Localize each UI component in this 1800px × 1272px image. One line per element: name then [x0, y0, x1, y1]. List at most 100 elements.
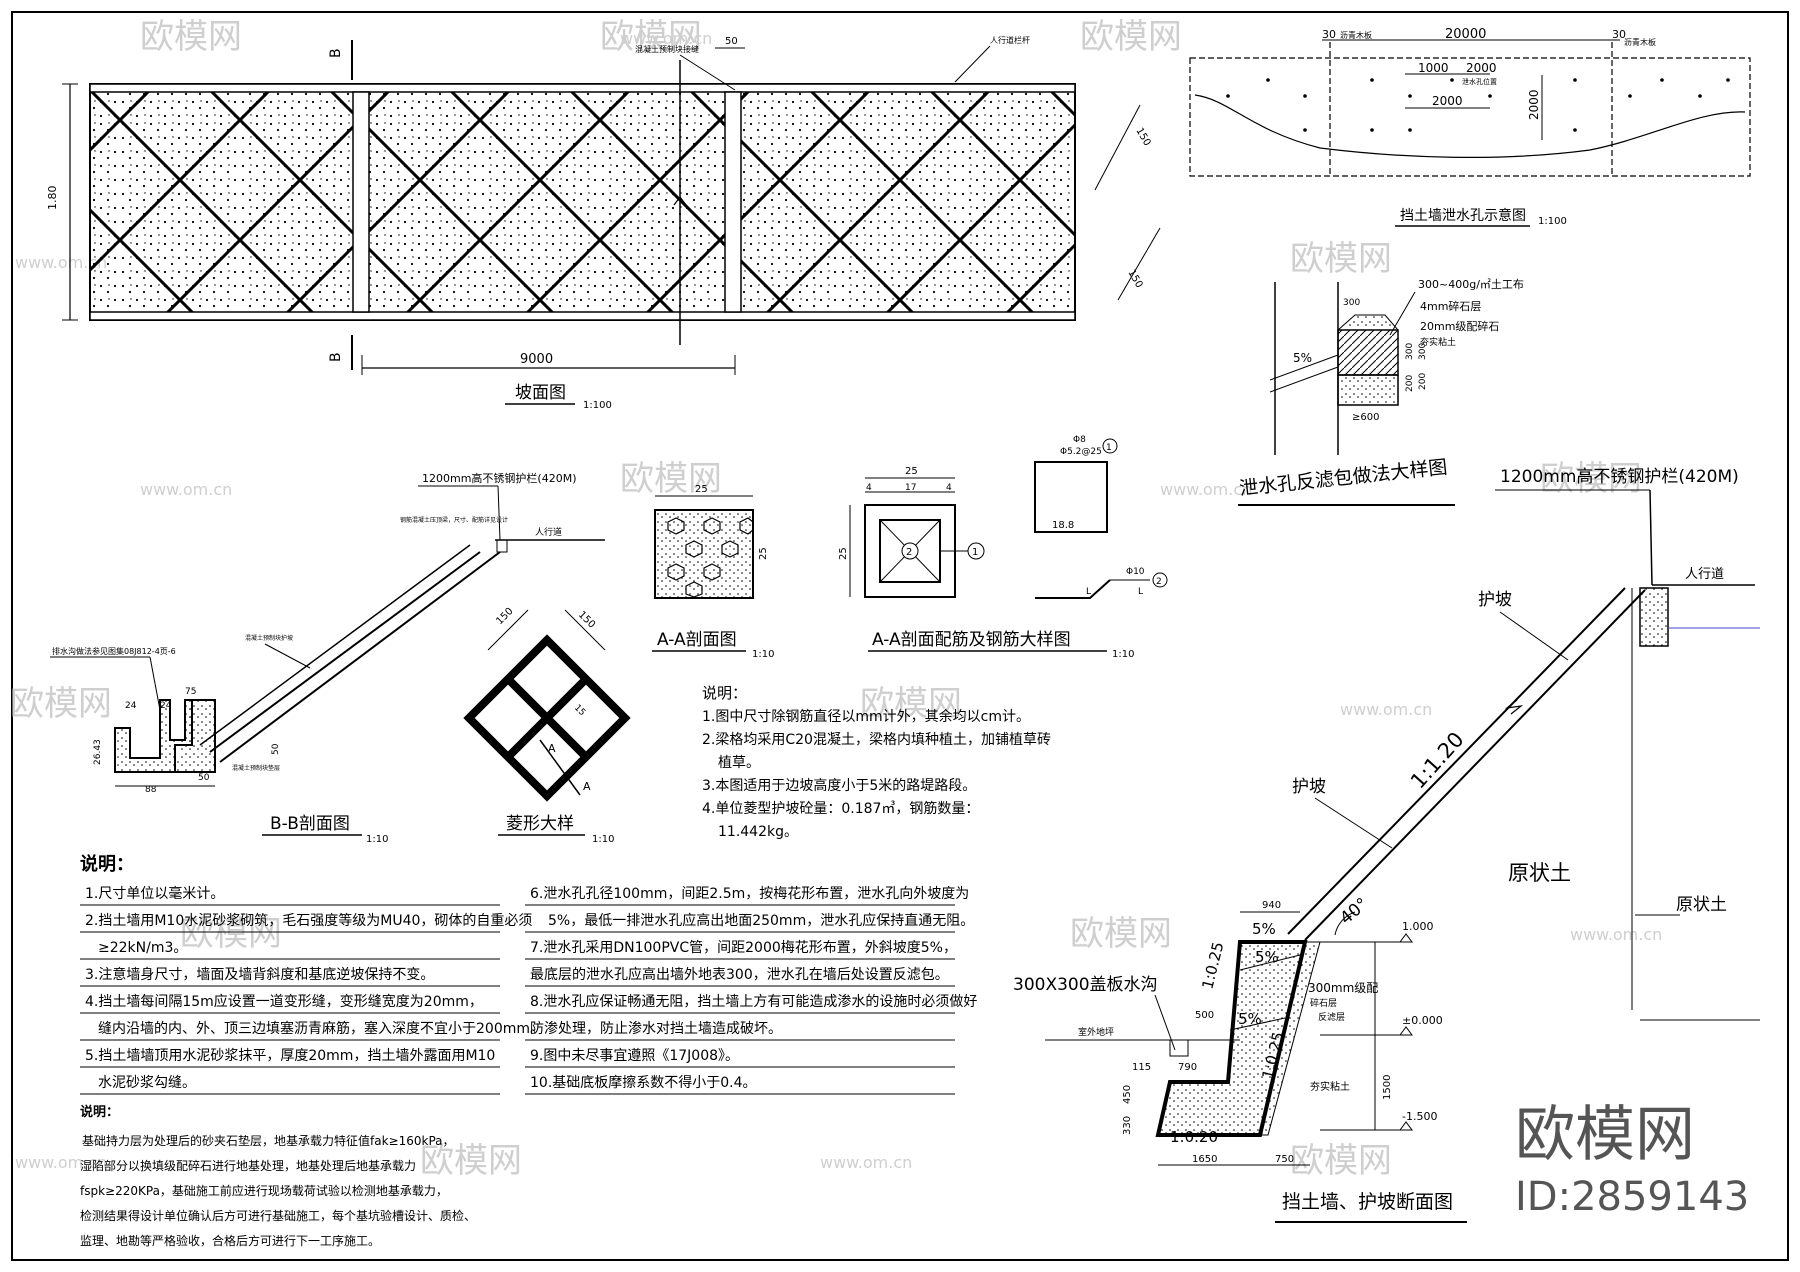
aa-title: A-A剖面图	[657, 630, 737, 650]
bb-dim-7: 50	[198, 773, 210, 783]
drain-dim-right: 30	[1612, 28, 1626, 41]
watermark-logo-id: ID:2859143	[1515, 1174, 1749, 1220]
notes-main-left: 1.尺寸单位以毫米计。 2.挡土墙用M10水泥砂浆砌筑，毛石强度等级为MU40，…	[80, 885, 544, 1095]
drain-hole-elevation: 20000 30 30 沥青木板 沥青木板 1000 2000 泄水孔位置 20…	[1189, 27, 1751, 227]
drain-center-label: 泄水孔位置	[1462, 77, 1497, 86]
diamond-mark-a1: A	[548, 742, 556, 755]
rebar-dim-side: 25	[838, 547, 849, 560]
rebar-bar1-len: 18.8	[1052, 520, 1074, 531]
slope-plan-label-joint: 混凝土预制块接缝	[635, 44, 699, 54]
rebar-mark-1: 1	[972, 547, 978, 558]
rebar-title: A-A剖面配筋及钢筋大样图	[872, 630, 1071, 650]
watermark-brand: 欧模网	[620, 459, 722, 499]
watermark-brand: 欧模网	[1070, 914, 1172, 954]
drain-dim-b: 2000	[1466, 61, 1497, 75]
wall-slope-label-1: 护坡	[1478, 590, 1512, 610]
notes-main-right-6: 防渗处理，防止渗水对挡土墙造成破坏。	[530, 1021, 782, 1037]
aa-dim-top: 25	[695, 484, 708, 495]
aa-hex-fill	[655, 510, 754, 598]
notes-foundation-1: 基础持力层为处理后的砂夹石垫层，地基承载力特征值fak≥160kPa，	[82, 1133, 455, 1148]
notes-main-left-7: 5.挡土墙墙顶用水泥砂浆抹平，厚度20mm，挡土墙外露面用M10	[85, 1048, 495, 1064]
notes-main-heading: 说明：	[80, 853, 134, 875]
bb-scale: 1:10	[366, 834, 388, 845]
bb-note-drain: 排水沟做法参见图集08J812-4页-6	[52, 646, 176, 656]
wall-ratio-1: 1:0.25	[1198, 940, 1227, 991]
filter-dim-200a: 200	[1418, 373, 1428, 390]
rebar-bar-l1: L	[1086, 587, 1091, 597]
notes-main-left-8: 水泥砂浆勾缝。	[98, 1075, 196, 1091]
notes-main: 说明： 1.尺寸单位以毫米计。 2.挡土墙用M10水泥砂浆砌筑，毛石强度等级为M…	[80, 853, 977, 1095]
watermark-brand: 欧模网	[1540, 459, 1642, 499]
watermark-brand: 欧模网	[1080, 17, 1182, 57]
rebar-dim-4b: 4	[946, 483, 952, 493]
diamond-detail: 150 150 15 A A 菱形大样 1:10	[463, 606, 631, 845]
notes-small: 说明： 1.图中尺寸除钢筋直径以mm计外，其余均以cm计。 2.梁格均采用C20…	[702, 684, 1051, 840]
bb-note-beam: 混凝土预制块护坡	[245, 634, 293, 642]
watermark-brand: 欧模网	[420, 1141, 522, 1181]
notes-main-left-1: 1.尺寸单位以毫米计。	[85, 885, 224, 902]
diamond-dim-b: 150	[576, 609, 597, 630]
wall-pct-3: 5%	[1238, 1010, 1262, 1028]
section-mark-b-top: B	[328, 48, 344, 58]
notes-foundation-2: 湿陷部分以换填级配碎石进行地基处理，地基处理后地基承载力	[80, 1158, 416, 1173]
watermark-brand: 欧模网	[600, 17, 702, 57]
rebar-mark-2: 2	[906, 547, 912, 558]
slope-plan-view: 1.80 9000 B B 50 混凝土预制块接缝 人行道栏杆 150 150 …	[46, 35, 1161, 411]
notes-foundation-4: 检测结果得设计单位确认后方可进行基础施工，每个基坑验槽设计、质检、	[80, 1208, 476, 1223]
watermark-brand: 欧模网	[1290, 1141, 1392, 1181]
wall-dim-1650: 1650	[1192, 1154, 1217, 1165]
notes-small-line-6: 11.442kg。	[718, 824, 798, 840]
watermark-url: www.om.cn	[1160, 480, 1252, 499]
drain-joint-left: 沥青木板	[1340, 30, 1372, 40]
notes-main-right-5: 8.泄水孔应保证畅通无阻，挡土墙上方有可能造成渗水的设施时必须做好	[530, 993, 977, 1010]
bb-dim-1: 24	[125, 701, 137, 711]
filter-dim-300a: 300	[1343, 298, 1360, 308]
watermark-brand: 欧模网	[860, 684, 962, 724]
wall-railing-label: 1200mm高不锈钢护栏(420M)	[1500, 467, 1739, 487]
wall-pct-1: 5%	[1252, 920, 1276, 938]
notes-main-right-3: 7.泄水孔采用DN100PVC管，间距2000梅花形布置，外斜坡度5%，	[530, 940, 957, 956]
notes-main-right-1: 6.泄水孔孔径100mm，间距2.5m，按梅花形布置，泄水孔向外坡度为	[530, 886, 969, 902]
watermark-brand: 欧模网	[140, 17, 242, 57]
notes-foundation: 说明： 基础持力层为处理后的砂夹石垫层，地基承载力特征值fak≥160kPa， …	[80, 1104, 476, 1248]
wall-elev-2: ±0.000	[1402, 1014, 1443, 1027]
filter-bag-detail: 5% 300~400g/㎡土工布 4mm碎石层 20mm级配碎石 夯实粘土 30…	[1238, 278, 1524, 506]
wall-dim-500: 500	[1195, 1010, 1214, 1021]
bb-title: B-B剖面图	[270, 814, 350, 834]
notes-foundation-5: 监理、地勘等严格验收，合格后方可进行下一工序施工。	[80, 1233, 380, 1248]
filter-spec-1: 300~400g/㎡土工布	[1418, 278, 1524, 291]
bb-dim-6: 88	[145, 785, 157, 795]
drain-dim-total: 20000	[1445, 27, 1486, 42]
filter-dim-300b: 300	[1418, 343, 1428, 360]
rebar-bar2-mark: 2	[1156, 577, 1162, 587]
bb-dim-2: 24	[160, 701, 172, 711]
bb-note-base: 混凝土预制块垫层	[232, 764, 280, 772]
filter-detail-title: 泄水孔反滤包做法大样图	[1238, 456, 1448, 500]
sheet-border	[11, 11, 1789, 1261]
notes-small-line-5: 4.单位菱型护坡砼量：0.187㎥，钢筋数量：	[702, 800, 979, 817]
watermark-brand: 欧模网	[1290, 239, 1392, 279]
wall-dim-1500: 1500	[1382, 1075, 1393, 1100]
drain-dim-d: 2000	[1527, 89, 1541, 120]
watermark-url: www.om.cn	[15, 1153, 107, 1172]
wall-slope-label-2: 护坡	[1292, 777, 1326, 797]
wall-title: 挡土墙、护坡断面图	[1282, 1191, 1453, 1213]
rebar-bar2-spec: Φ10	[1126, 567, 1145, 577]
watermark-url: www.om.cn	[1570, 925, 1662, 944]
wall-ditch-label: 300X300盖板水沟	[1013, 975, 1158, 995]
diamond-title: 菱形大样	[506, 814, 574, 834]
retaining-wall-section: 1200mm高不锈钢护栏(420M) 人行道 1:1.20 护坡 护坡 原状土 …	[1013, 467, 1760, 1223]
drain-elev-title: 挡土墙泄水孔示意图	[1400, 207, 1526, 224]
wall-ratio-base: 1:0.20	[1170, 1128, 1218, 1146]
diamond-dim-c: 15	[572, 703, 587, 718]
watermark-url: www.om.cn	[820, 1153, 912, 1172]
filter-dim-200b: 200	[1405, 375, 1415, 392]
rebar-bar1-mark: 1	[1106, 443, 1112, 453]
notes-foundation-heading: 说明：	[80, 1104, 119, 1120]
wall-fill-1: 300mm级配	[1308, 981, 1378, 995]
filter-dim-300c: 300	[1405, 343, 1415, 360]
rebar-dim-top: 25	[905, 466, 918, 477]
notes-main-right: 6.泄水孔孔径100mm，间距2.5m，按梅花形布置，泄水孔向外坡度为 5%，最…	[525, 886, 977, 1095]
notes-small-line-4: 3.本图适用于边坡高度小于5米的路堤路段。	[702, 777, 976, 794]
